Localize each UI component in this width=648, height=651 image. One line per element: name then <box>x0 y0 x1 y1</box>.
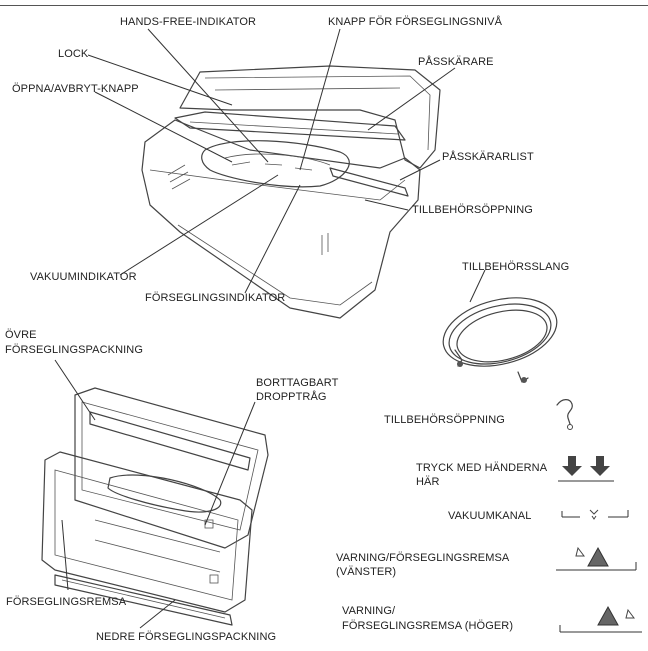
legend-warning-right-line2: FÖRSEGLINGSREMSA (HÖGER) <box>342 620 514 632</box>
leader-lines-bottom <box>54 359 256 629</box>
legend-accessory-port: TILLBEHÖRSÖPPNING <box>384 414 505 426</box>
label-accessory-port: TILLBEHÖRSÖPPNING <box>412 204 533 216</box>
label-open-cancel-button: ÖPPNA/AVBRYT-KNAPP <box>12 83 139 95</box>
accessory-hose-illustration <box>442 269 558 383</box>
warning-heat-icon <box>556 546 642 633</box>
legend-vacuum-channel: VAKUUMKANAL <box>448 510 532 522</box>
label-lower-gasket: NEDRE FÖRSEGLINGSPACKNING <box>96 631 277 643</box>
label-hands-free-indicator: HANDS-FREE-INDIKATOR <box>120 16 257 28</box>
hose-hook-icon <box>556 399 573 430</box>
legend-warning-left-line2: (VÄNSTER) <box>336 566 397 578</box>
legend-warning-left-line1: VARNING/FÖRSEGLINGSREMSA <box>336 552 510 564</box>
open-sealer-illustration <box>41 387 269 626</box>
label-vacuum-indicator: VAKUUMINDIKATOR <box>30 271 137 283</box>
legend-warning-right-line1: VARNING/ <box>342 605 396 617</box>
vacuum-sealer-illustration <box>141 65 441 319</box>
label-accessory-hose: TILLBEHÖRSSLANG <box>462 261 570 273</box>
label-drip-tray-line2: DROPPTRÅG <box>256 391 327 403</box>
label-cutter-bar: PÅSSKÄRARLIST <box>442 151 534 163</box>
label-drip-tray-line1: BORTTAGBART <box>256 377 339 389</box>
label-seal-strip: FÖRSEGLINGSREMSA <box>6 596 127 608</box>
label-seal-level-button: KNAPP FÖR FÖRSEGLINGSNIVÅ <box>328 16 503 28</box>
legend-press-hands-line1: TRYCK MED HÄNDERNA <box>416 462 548 474</box>
leader-lines-top <box>87 28 456 294</box>
down-arrow-icon <box>558 456 614 482</box>
label-lid: LOCK <box>58 48 89 60</box>
label-upper-gasket-line1: ÖVRE <box>5 329 37 341</box>
label-upper-gasket-line2: FÖRSEGLINGSPACKNING <box>5 344 143 356</box>
legend-press-hands-line2: HÄR <box>416 476 440 488</box>
top-rule <box>0 5 648 6</box>
label-bag-cutter: PÅSSKÄRARE <box>418 56 494 68</box>
label-seal-indicator: FÖRSEGLINGSINDIKATOR <box>145 292 286 304</box>
vacuum-channel-icon <box>561 509 629 520</box>
